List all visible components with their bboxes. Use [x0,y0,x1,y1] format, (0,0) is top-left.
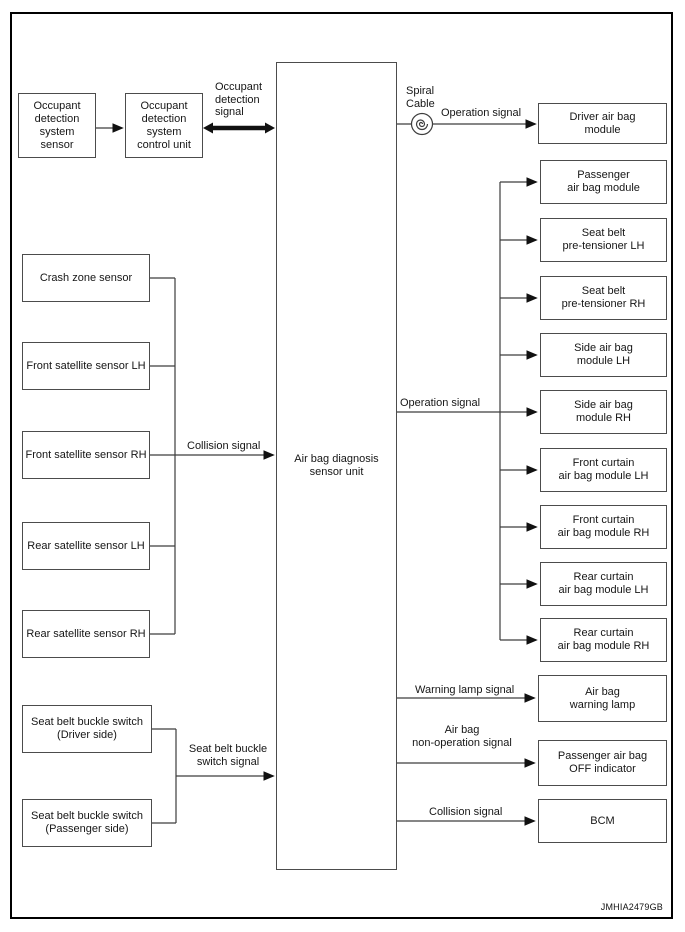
box-occupant-detection-sensor: Occupant detection system sensor [18,93,96,158]
box-seat-belt-buckle-switch-driver: Seat belt buckle switch (Driver side) [22,705,152,753]
line-left-sensor-bus [150,277,176,635]
box-rear-satellite-sensor-lh: Rear satellite sensor LH [22,522,150,570]
box-front-satellite-sensor-rh: Front satellite sensor RH [22,431,150,479]
box-driver-airbag-module: Driver air bag module [538,103,667,144]
label-collision-signal-bottom: Collision signal [429,806,503,818]
box-occupant-detection-control-unit: Occupant detection system control unit [125,93,203,158]
line-buckle-bus [152,728,177,824]
label-spiral-cable: Spiral Cable [406,85,435,110]
spiral-cable-icon [410,112,434,136]
label-operation-signal-mid: Operation signal [400,397,481,409]
label-occupant-detection-signal: Occupant detection signal [215,81,263,118]
box-rear-satellite-sensor-rh: Rear satellite sensor RH [22,610,150,658]
box-front-satellite-sensor-lh: Front satellite sensor LH [22,342,150,390]
box-side-airbag-module-lh: Side air bag module LH [540,333,667,377]
diagram-border [10,12,673,919]
box-passenger-airbag-module: Passenger air bag module [540,160,667,204]
occupant-detection-two-way-arrow [203,122,275,134]
box-airbag-warning-lamp: Air bag warning lamp [538,675,667,722]
box-pretensioner-lh: Seat belt pre-tensioner LH [540,218,667,262]
label-seat-belt-buckle-switch-signal: Seat belt buckle switch signal [188,743,268,768]
box-seat-belt-buckle-switch-passenger: Seat belt buckle switch (Passenger side) [22,799,152,847]
box-side-airbag-module-rh: Side air bag module RH [540,390,667,434]
label-operation-signal-top: Operation signal [441,107,522,119]
box-pretensioner-rh: Seat belt pre-tensioner RH [540,276,667,320]
box-passenger-airbag-off-indicator: Passenger air bag OFF indicator [538,740,667,786]
box-crash-zone-sensor: Crash zone sensor [22,254,150,302]
label-airbag-non-operation-signal: Air bag non-operation signal [412,724,512,749]
box-rear-curtain-airbag-rh: Rear curtain air bag module RH [540,618,667,662]
label-warning-lamp-signal: Warning lamp signal [415,684,515,696]
box-front-curtain-airbag-rh: Front curtain air bag module RH [540,505,667,549]
box-bcm: BCM [538,799,667,843]
box-rear-curtain-airbag-lh: Rear curtain air bag module LH [540,562,667,606]
label-collision-signal-left: Collision signal [187,440,261,452]
figure-code-watermark: JMHIA2479GB [600,902,663,912]
box-airbag-diagnosis-sensor-unit: Air bag diagnosis sensor unit [276,62,397,870]
box-front-curtain-airbag-lh: Front curtain air bag module LH [540,448,667,492]
